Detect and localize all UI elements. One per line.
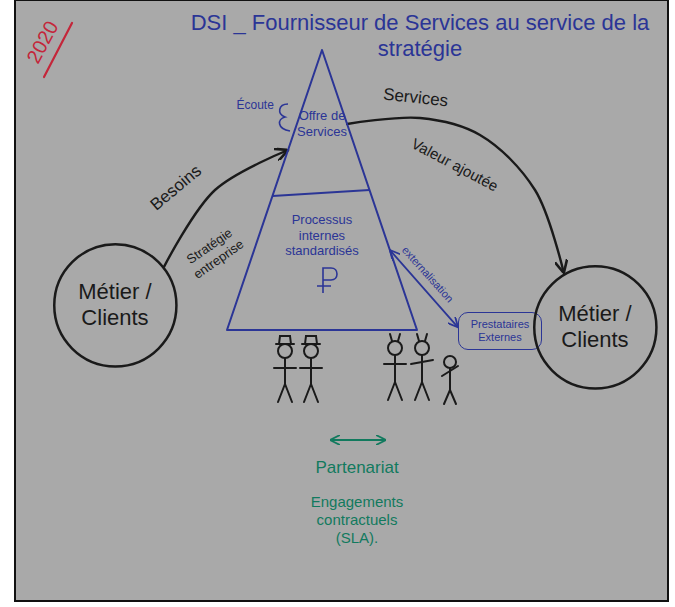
edge-label: externalisation xyxy=(398,243,455,305)
circle-outline xyxy=(534,266,656,388)
process-symbol xyxy=(317,268,337,293)
client-label: Métier / Clients xyxy=(547,301,642,354)
value-note: Valeur ajoutée xyxy=(408,135,501,196)
year-note: 2020 xyxy=(21,17,63,68)
partnership-note: Partenariat xyxy=(316,458,399,478)
value-note-holder: Valeur ajoutée xyxy=(408,135,501,196)
partnership-note-holder: Partenariat xyxy=(316,458,399,478)
body xyxy=(300,358,322,402)
provider-label: Prestataires Externes xyxy=(465,318,535,344)
head xyxy=(278,344,292,358)
edge-label: Besoins xyxy=(147,161,206,215)
sla-note: Engagements contractuels (SLA). xyxy=(305,493,410,547)
strategy-note-holder: Stratégie entreprise xyxy=(176,219,251,285)
year-note-holder: 2020 xyxy=(21,17,63,68)
head xyxy=(415,341,429,355)
stick-figures xyxy=(274,334,458,404)
whiteboard-panel xyxy=(15,0,668,601)
circle-outline xyxy=(54,244,176,366)
edge-label-holder: Besoins xyxy=(147,161,206,215)
partnership-arrow xyxy=(330,439,386,441)
ear-symbol xyxy=(280,104,290,131)
title-block: DSI _ Fournisseur de Services au service… xyxy=(185,10,655,63)
edge-label-holder: externalisation xyxy=(398,243,455,305)
diagram-title: DSI _ Fournisseur de Services au service… xyxy=(185,10,655,63)
head xyxy=(388,341,402,355)
provider-box: Prestataires Externes xyxy=(458,312,542,350)
head xyxy=(304,344,318,358)
hair xyxy=(390,334,400,341)
body xyxy=(411,355,433,400)
listening-note: Écoute xyxy=(237,98,274,112)
listening-note-holder: Écoute xyxy=(237,98,274,112)
client-circle: Métier / Clients xyxy=(53,243,178,368)
hair xyxy=(417,334,427,341)
pyramid-divider xyxy=(272,190,369,196)
process-label: Processus internes standardisés xyxy=(285,212,359,259)
offer-label: Offre de Services xyxy=(297,108,347,139)
sla-note-holder: Engagements contractuels (SLA). xyxy=(305,493,410,547)
body xyxy=(274,358,296,402)
edge-label: Services xyxy=(382,85,449,112)
edge-label-holder: Services xyxy=(382,85,449,112)
client-circle: Métier / Clients xyxy=(533,265,658,390)
strategy-note: Stratégie entreprise xyxy=(176,219,251,285)
flow-arrow xyxy=(347,118,564,273)
client-label: Métier / Clients xyxy=(67,279,162,332)
body xyxy=(442,366,458,404)
body xyxy=(384,355,406,400)
hat xyxy=(302,336,320,344)
hat xyxy=(276,336,294,344)
head xyxy=(444,356,456,368)
